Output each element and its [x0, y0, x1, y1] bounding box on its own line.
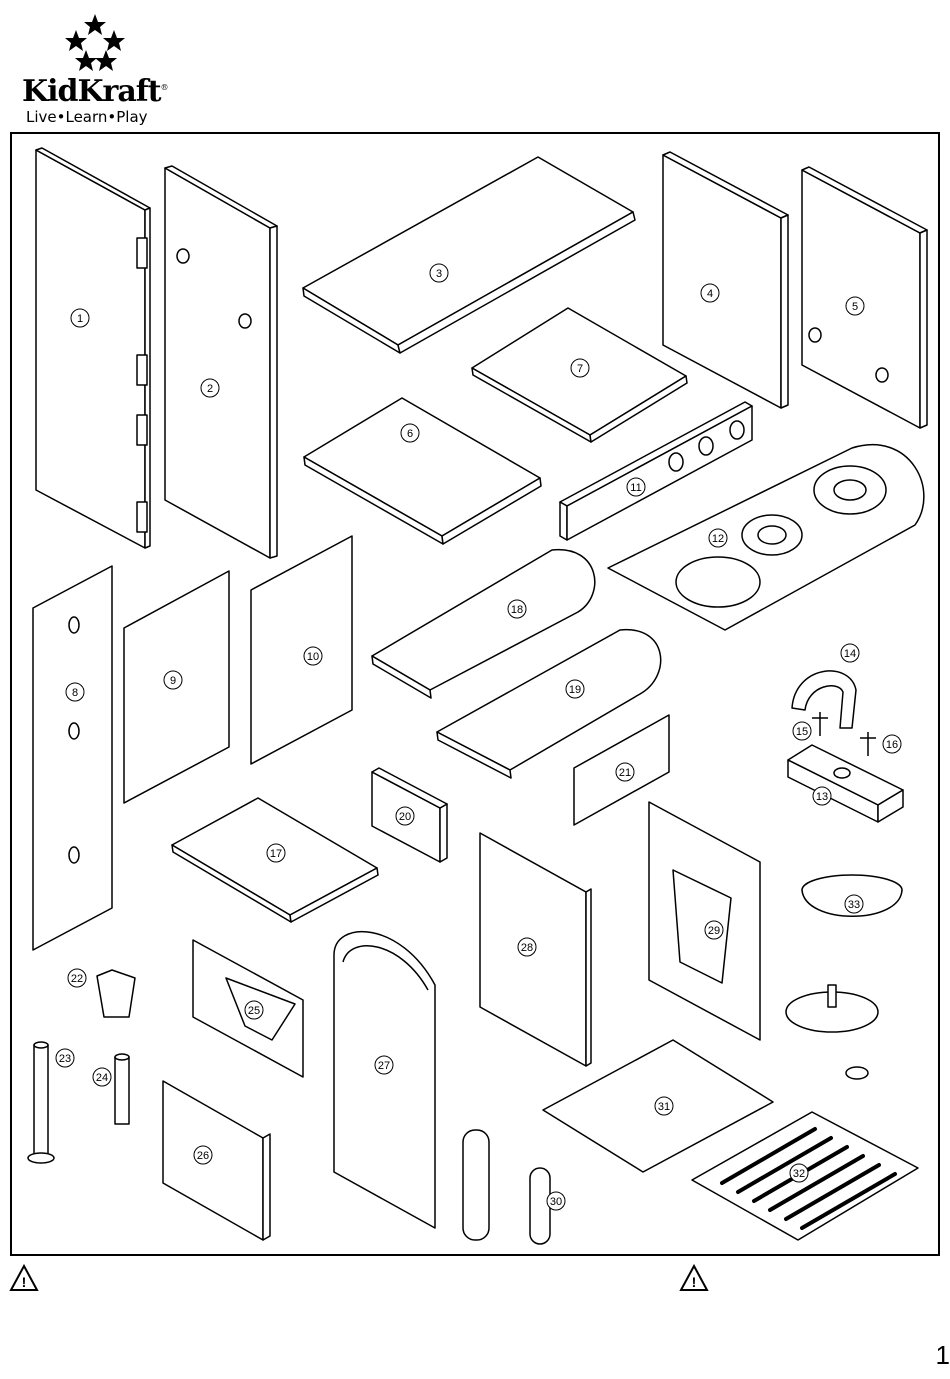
part-number-3: 3: [436, 268, 442, 280]
part-number-15: 15: [796, 726, 808, 738]
part-number-11: 11: [630, 482, 641, 494]
part-number-14: 14: [844, 648, 856, 660]
part-number-24: 24: [96, 1072, 108, 1084]
part-number-8: 8: [72, 687, 78, 699]
part-13-faucet-base: [788, 745, 903, 822]
part-22-foot: [97, 970, 135, 1017]
warning-triangle-icon: !: [9, 1264, 39, 1292]
part-number-6: 6: [407, 428, 413, 440]
part-14-faucet: [792, 671, 856, 728]
part-23-leg: [28, 1042, 54, 1163]
part-number-20: 20: [399, 811, 411, 823]
part-number-21: 21: [619, 767, 631, 779]
part-number-26: 26: [197, 1150, 209, 1162]
part-number-31: 31: [658, 1101, 670, 1113]
part-number-33: 33: [848, 899, 860, 911]
part-number-30: 30: [550, 1196, 562, 1208]
page-number: 1: [936, 1340, 950, 1371]
part-number-32: 32: [793, 1168, 805, 1180]
part-number-22: 22: [71, 973, 83, 985]
part-number-7: 7: [577, 363, 583, 375]
part-number-18: 18: [511, 604, 523, 616]
part-10-panel: [251, 536, 352, 764]
part-26-door: [163, 1081, 270, 1240]
part-8-back-panel: [33, 566, 112, 950]
part-24-leg: [115, 1054, 129, 1124]
part-number-5: 5: [852, 301, 858, 313]
part-number-25: 25: [248, 1005, 260, 1017]
part-27-arched-door: [334, 932, 435, 1228]
part-29-door: [649, 802, 760, 1040]
part-number-23: 23: [59, 1053, 71, 1065]
drain-cap: [846, 1067, 868, 1079]
part-number-17: 17: [270, 848, 282, 860]
part-6-shelf: [304, 398, 541, 544]
part-number-16: 16: [886, 739, 898, 751]
warning-triangle-icon: !: [679, 1264, 709, 1292]
part-number-9: 9: [170, 675, 176, 687]
part-1-side-panel: [36, 148, 150, 548]
part-number-28: 28: [521, 942, 533, 954]
part-16-handle: [860, 732, 876, 756]
part-number-12: 12: [712, 533, 724, 545]
part-30-handle: [463, 1130, 550, 1244]
part-number-1: 1: [77, 313, 83, 325]
part-number-10: 10: [307, 651, 319, 663]
part-number-13: 13: [816, 791, 828, 803]
part-number-29: 29: [708, 925, 720, 937]
part-number-19: 19: [569, 684, 581, 696]
part-4-door-panel: [663, 152, 788, 408]
part-5-door-panel: [802, 167, 927, 428]
part-15-handle: [812, 712, 828, 736]
svg-text:!: !: [22, 1274, 27, 1290]
part-2-side-panel: [165, 166, 277, 558]
bowl-stand: [786, 985, 878, 1032]
part-number-27: 27: [378, 1060, 390, 1072]
part-number-4: 4: [707, 288, 713, 300]
svg-text:!: !: [692, 1274, 697, 1290]
part-number-2: 2: [207, 383, 213, 395]
